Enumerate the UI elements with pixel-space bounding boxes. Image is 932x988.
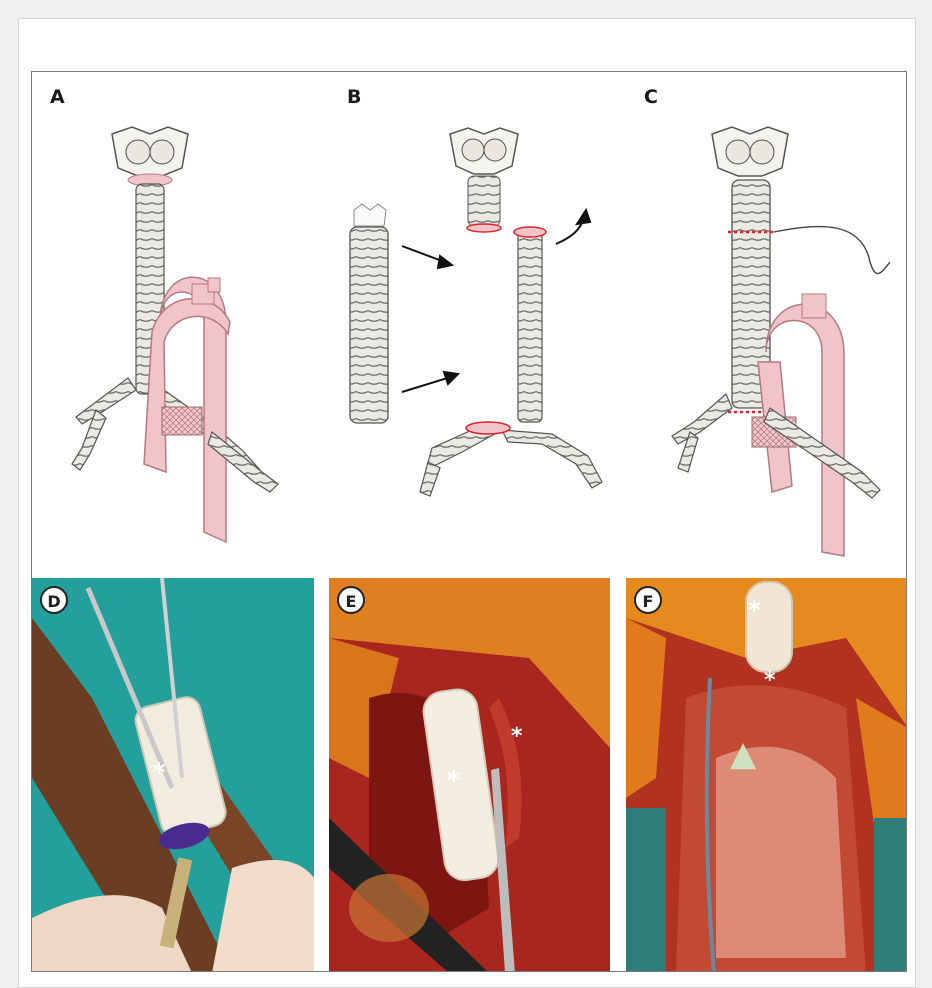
anastomosis-marker-f: * [764, 668, 776, 693]
arrows-b [402, 210, 590, 392]
larynx-b [450, 128, 518, 232]
larynx-a [112, 127, 188, 186]
graft-marker-d: * [152, 758, 166, 788]
illustrations [32, 72, 907, 578]
panel-b-illustration [350, 128, 602, 496]
larynx-c [712, 127, 788, 176]
panel-label-b: B [347, 86, 361, 108]
panel-d-photo: D * [32, 578, 314, 972]
panel-a-illustration [72, 127, 278, 542]
panel-c-illustration [672, 127, 890, 556]
graft-trachea-b [350, 227, 388, 423]
anastomosis-marker-e: * [511, 724, 523, 749]
graft-marker-e: * [447, 766, 461, 796]
bronchi-b [420, 430, 602, 496]
suture-c [774, 226, 890, 273]
native-trachea-b [518, 232, 542, 422]
panel-label-e: E [337, 586, 365, 614]
figure-frame: A B C D * E [31, 71, 907, 972]
panel-label-d: D [40, 586, 68, 614]
panel-f-photo: F * * ▲ [626, 578, 907, 972]
graft-marker-f: * [748, 596, 761, 624]
panel-label-a: A [50, 86, 65, 108]
arrowhead-marker-f: ▲ [730, 734, 756, 774]
panel-e-photo: E * * [329, 578, 610, 972]
panel-label-c: C [644, 86, 658, 108]
panel-label-f: F [634, 586, 662, 614]
